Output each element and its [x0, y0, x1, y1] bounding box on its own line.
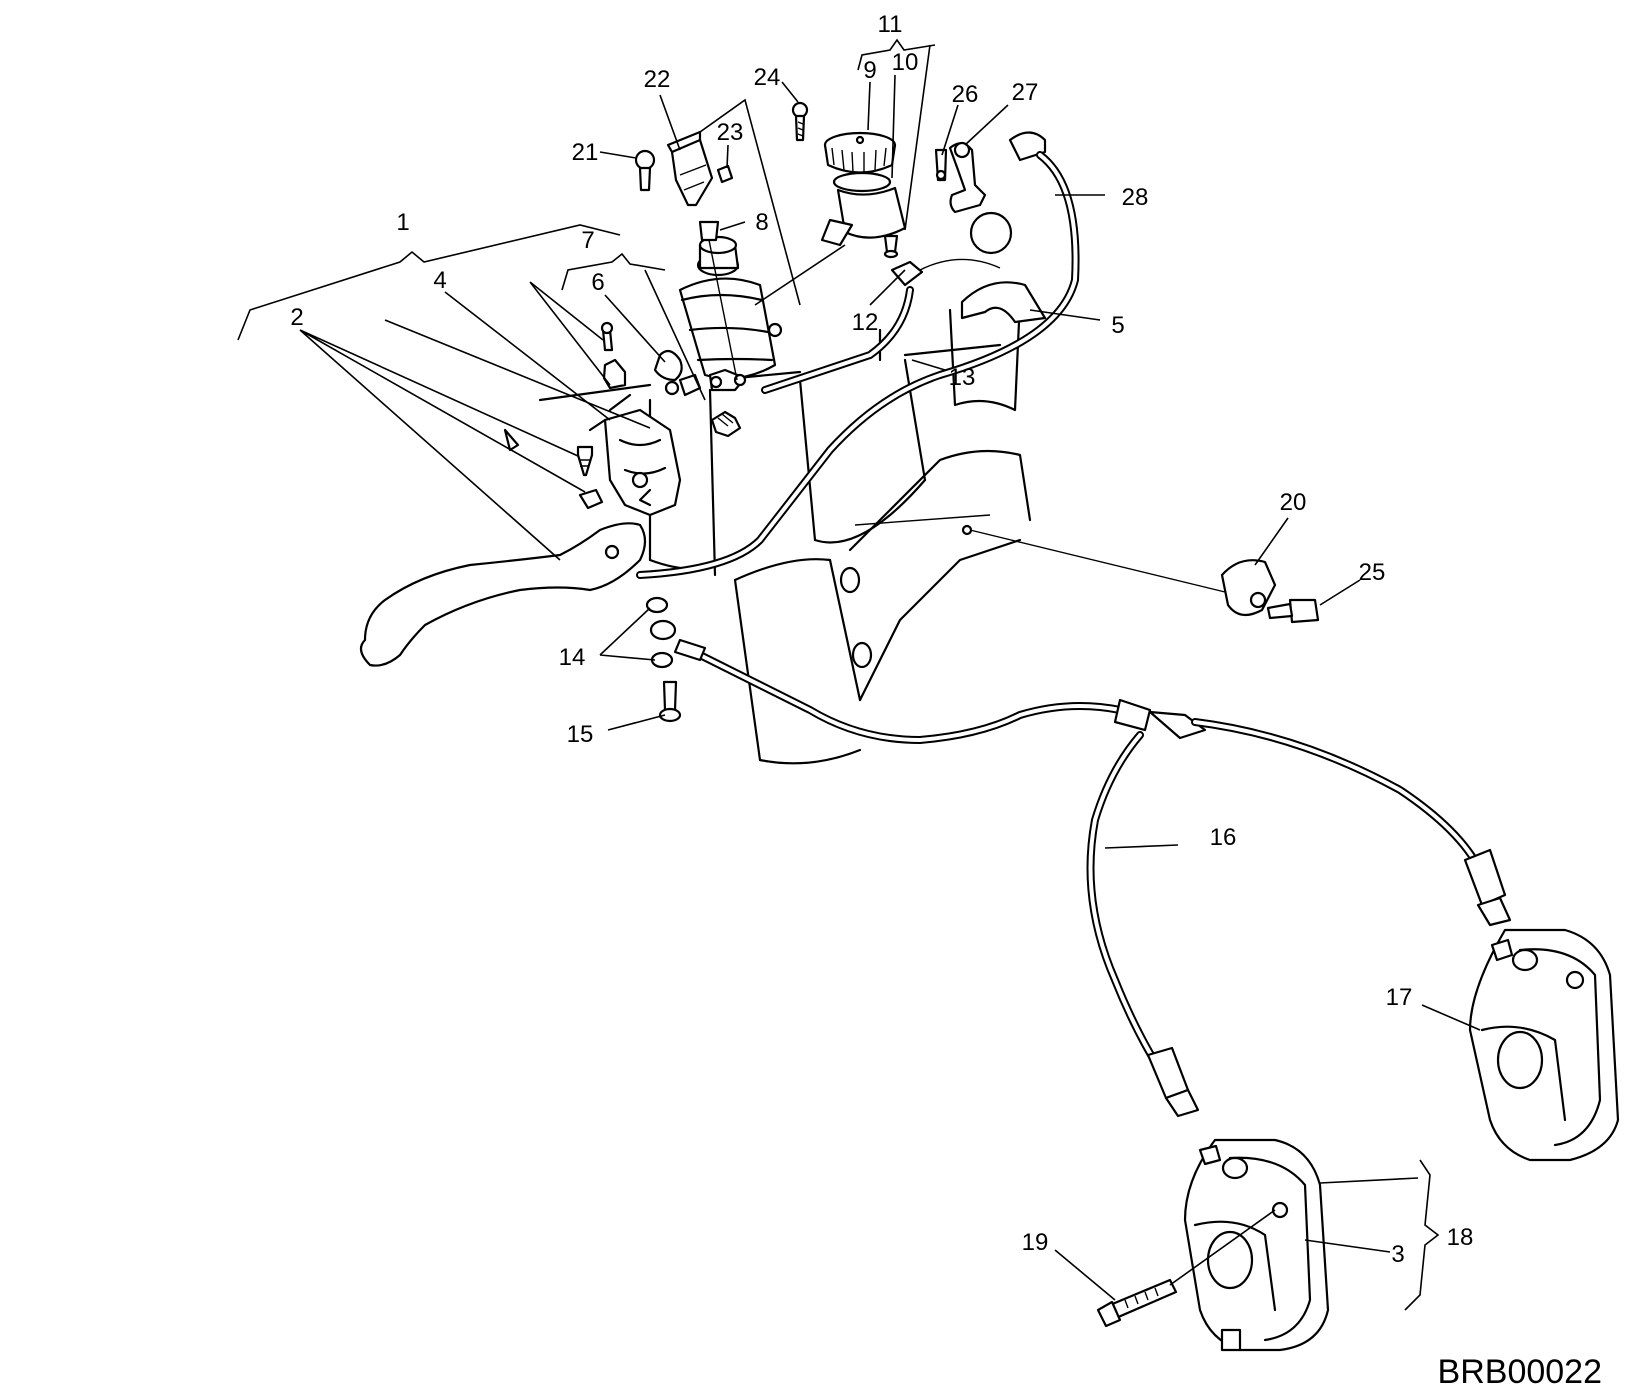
callout-9: 9	[863, 57, 876, 84]
callout-2: 2	[290, 304, 303, 331]
callout-21: 21	[572, 139, 599, 166]
callout-22: 22	[644, 66, 671, 93]
callout-8: 8	[755, 209, 768, 236]
switch-22	[666, 130, 714, 207]
callout-13: 13	[949, 364, 976, 391]
master-cylinder-body	[588, 393, 682, 517]
brake-lever	[359, 522, 647, 667]
cable-28	[636, 131, 1080, 579]
callout-27: 27	[1012, 79, 1039, 106]
clamp-20	[961, 524, 1277, 617]
bolt-25	[1266, 598, 1320, 624]
clamp-6	[653, 349, 702, 397]
callout-6: 6	[591, 269, 604, 296]
callout-16: 16	[1210, 824, 1237, 851]
callout-25: 25	[1359, 559, 1386, 586]
callout-28: 28	[1122, 184, 1149, 211]
callout-11: 11	[878, 11, 903, 38]
reservoir-cap-9	[823, 131, 897, 174]
drawing-code: BRB00022	[1438, 1353, 1602, 1391]
callout-5: 5	[1111, 312, 1124, 339]
banjo-bolt-15	[658, 680, 682, 723]
clamp-5	[960, 281, 1047, 324]
callout-3: 3	[1391, 1241, 1404, 1268]
callout-17: 17	[1386, 984, 1413, 1011]
callout-15: 15	[567, 721, 594, 748]
screw-23	[716, 164, 734, 184]
fork-tube-right	[798, 358, 927, 544]
pin-8	[698, 220, 738, 381]
screw-21	[634, 149, 656, 192]
washers-14	[645, 596, 677, 669]
callout-14: 14	[559, 644, 586, 671]
callout-labels: 1 2 3 4 5 6 7 8 9 10 11 12 13 14 15 16 1…	[290, 11, 1473, 1268]
diaphragm-10	[832, 171, 892, 193]
pad-2	[503, 428, 520, 452]
screw-24	[791, 101, 809, 142]
hose-clamp-12	[761, 260, 924, 394]
callout-4: 4	[433, 267, 446, 294]
callout-23: 23	[717, 119, 744, 146]
callout-12: 12	[852, 309, 879, 336]
brake-hose-main	[673, 638, 1152, 745]
callout-18: 18	[1447, 1224, 1474, 1251]
reservoir-body-11	[820, 186, 907, 259]
callout-7: 7	[581, 227, 594, 254]
callout-24: 24	[754, 64, 781, 91]
bracket-26-27	[934, 141, 1013, 255]
fork-tube-left	[648, 388, 873, 765]
pivot-bolt-2	[576, 445, 594, 477]
callout-1: 1	[396, 209, 409, 236]
callout-26: 26	[952, 81, 979, 108]
reservoir-housing	[678, 235, 783, 392]
caliper-18	[1183, 1138, 1330, 1352]
callout-10: 10	[892, 49, 919, 76]
caliper-17	[1468, 928, 1620, 1162]
nut-2	[578, 488, 604, 510]
pad-pin-19	[1096, 1278, 1178, 1328]
banjo-fitting-4	[710, 410, 742, 438]
fork-crown-frame	[538, 258, 1032, 702]
callout-19: 19	[1022, 1229, 1049, 1256]
leader-lines	[237, 38, 1481, 1311]
brake-hose-16	[1086, 710, 1512, 1118]
callout-20: 20	[1280, 489, 1307, 516]
